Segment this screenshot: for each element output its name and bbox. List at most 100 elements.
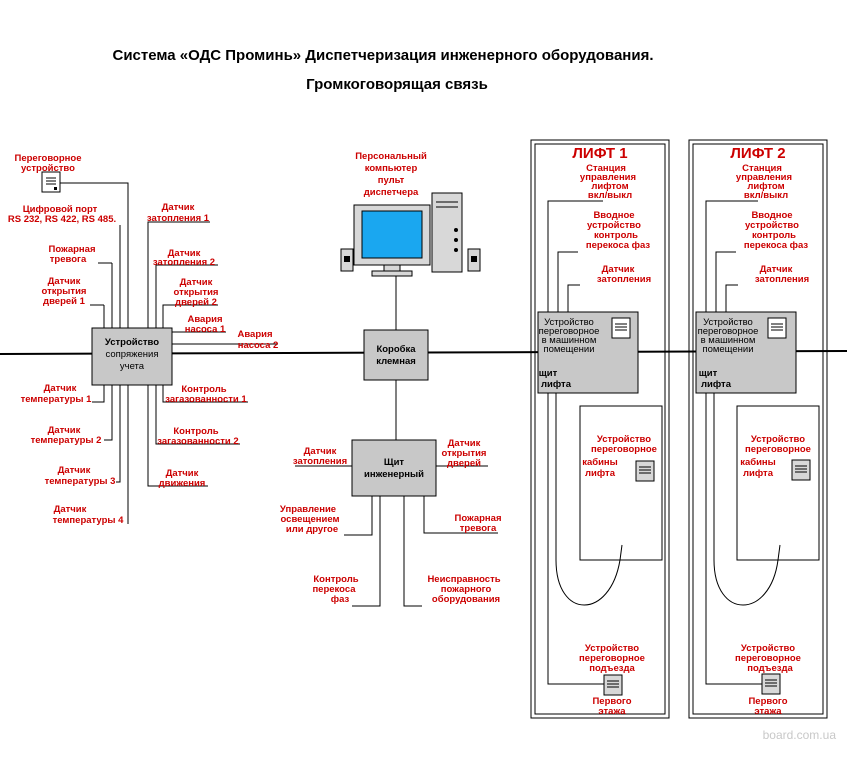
lift2-station-l3: лифтом xyxy=(747,181,784,192)
lift1-input-l2: устройство xyxy=(587,220,641,231)
lift1-ent-l1: Устройство xyxy=(585,643,639,654)
lift2-ent-l2: переговорное xyxy=(735,653,801,664)
lift2-heat-l2: затопления xyxy=(755,274,809,285)
eng-light-l1: Управление xyxy=(280,504,336,515)
lift2-container xyxy=(688,139,828,719)
title-line1: Система «ОДС Проминь» Диспетчеризация ин… xyxy=(112,47,653,64)
gas2-l2: загазованности 2 xyxy=(157,436,238,447)
interface-box-l1: Устройство xyxy=(105,337,159,348)
intercom-label-l1: Переговорное xyxy=(15,153,82,164)
lift1-input-l3: контроль xyxy=(594,230,638,241)
lift1-station-l2: управления xyxy=(580,172,636,183)
computer-l3: пульт xyxy=(378,175,405,186)
temp4-l2: температуры 4 xyxy=(53,515,125,526)
temp3-l2: температуры 3 xyxy=(45,476,116,487)
lift2-ent-l1: Устройство xyxy=(741,643,795,654)
computer-icon xyxy=(340,192,481,277)
lift2-cabin-l1: Устройство xyxy=(751,434,805,445)
intercom-label-l2: устройство xyxy=(21,163,75,174)
interface-box xyxy=(91,327,173,386)
digital-port-l2: RS 232, RS 422, RS 485. xyxy=(8,214,116,225)
lift1-station-l1: Станция xyxy=(586,163,626,174)
lift1-machine-intercom-icon xyxy=(611,317,631,339)
lift2-cabin xyxy=(736,405,820,561)
fire-alarm-l1: Пожарная xyxy=(48,244,95,255)
eng-fault-l2: пожарного xyxy=(441,584,492,595)
pump1-l1: Авария xyxy=(187,314,222,325)
eng-fault-l1: Неисправность xyxy=(427,574,500,585)
lift1-input-l1: Вводное xyxy=(593,210,634,221)
door1-l2: открытия xyxy=(42,286,87,297)
door1-l3: дверей 1 xyxy=(43,296,86,307)
lift2-panel-l1: щит xyxy=(699,368,718,379)
lift1-ent-l3: подъезда xyxy=(589,663,635,674)
lift2-panel-l2: лифта xyxy=(701,379,732,390)
lift1-cable-loop xyxy=(555,393,623,606)
lift2-entrance-line xyxy=(705,393,762,685)
heat2-l2: затопления 2 xyxy=(153,257,215,268)
computer-l2: компьютер xyxy=(365,163,418,174)
lift1-cabin-intercom-icon xyxy=(635,460,655,482)
eng-phase-l1: Контроль xyxy=(313,574,358,585)
lift1-title: ЛИФТ 1 xyxy=(572,145,627,162)
lift1-floor-l2: этажа xyxy=(598,706,626,717)
eng-light-l3: или другое xyxy=(286,524,338,535)
lift1-mr-l3: в машинном xyxy=(542,335,597,346)
eng-panel-wiring xyxy=(295,465,498,607)
lift1-heat-l2: затопления xyxy=(597,274,651,285)
motion-l2: движения xyxy=(159,478,206,489)
heat2-l1: Датчик xyxy=(168,248,201,259)
lift1-input-l4: перекоса фаз xyxy=(586,240,650,251)
lift1-cabin xyxy=(579,405,663,561)
lift1-entrance-intercom-icon xyxy=(603,674,623,696)
lift1-panel-l2: лифта xyxy=(541,379,572,390)
eng-panel-l2: инженерный xyxy=(364,469,424,480)
heat1-l1: Датчик xyxy=(162,202,195,213)
eng-panel-box xyxy=(351,439,437,497)
temp2-l2: температуры 2 xyxy=(31,435,102,446)
lift2-cabin-l3: кабины xyxy=(740,457,776,468)
pump1-l2: насоса 1 xyxy=(185,324,226,335)
temp3-l1: Датчик xyxy=(58,465,91,476)
computer-l1: Персональный xyxy=(355,151,427,162)
lift1-container-inner xyxy=(534,143,666,715)
computer-l4: диспетчера xyxy=(364,187,419,198)
temp2-l1: Датчик xyxy=(48,425,81,436)
lift2-input-l3: контроль xyxy=(752,230,796,241)
lift1-ent-l2: переговорное xyxy=(579,653,645,664)
lift1-container xyxy=(530,139,670,719)
lift2-station-l2: управления xyxy=(736,172,792,183)
lift1-entrance-line xyxy=(547,393,604,685)
eng-fault-l3: оборудования xyxy=(432,594,500,605)
lift2: ЛИФТ 2 Станция управления лифтом вкл/вык… xyxy=(695,145,820,717)
lift2-input-l4: перекоса фаз xyxy=(744,240,808,251)
interface-box-l2: сопряжения xyxy=(106,349,159,360)
lift2-ent-l3: подъезда xyxy=(747,663,793,674)
lift1-heat-l1: Датчик xyxy=(602,264,635,275)
lift1-cabin-l1: Устройство xyxy=(597,434,651,445)
gas1-l1: Контроль xyxy=(181,384,226,395)
lift1-mr-l1: Устройство xyxy=(544,317,594,328)
lift1-cabin-l4: лифта xyxy=(585,468,616,479)
eng-fire-l1: Пожарная xyxy=(454,513,501,524)
eng-phase-l3: фаз xyxy=(331,594,350,605)
eng-heat-l2: затопления xyxy=(293,456,347,467)
temp4-l1: Датчик xyxy=(54,504,87,515)
temp1-l1: Датчик xyxy=(44,383,77,394)
lift2-input-l1: Вводное xyxy=(751,210,792,221)
pump2-l2: насоса 2 xyxy=(238,340,279,351)
lift1-cabin-l2: переговорное xyxy=(591,444,657,455)
lift1-cabin-l3: кабины xyxy=(582,457,618,468)
intercom-icon xyxy=(41,171,61,193)
eng-doors-l2: открытия xyxy=(442,448,487,459)
lift1-floor-l1: Первого xyxy=(592,696,631,707)
lift2-cable-loop xyxy=(713,393,781,606)
heat1-l2: затопления 1 xyxy=(147,213,210,224)
lift2-mr-l3: в машинном xyxy=(701,335,756,346)
lift1-station-l4: вкл/выкл xyxy=(588,190,632,201)
eng-panel-l1: Щит xyxy=(384,457,405,468)
lift2-cabin-l2: переговорное xyxy=(745,444,811,455)
fire-alarm-l2: тревога xyxy=(50,254,87,265)
